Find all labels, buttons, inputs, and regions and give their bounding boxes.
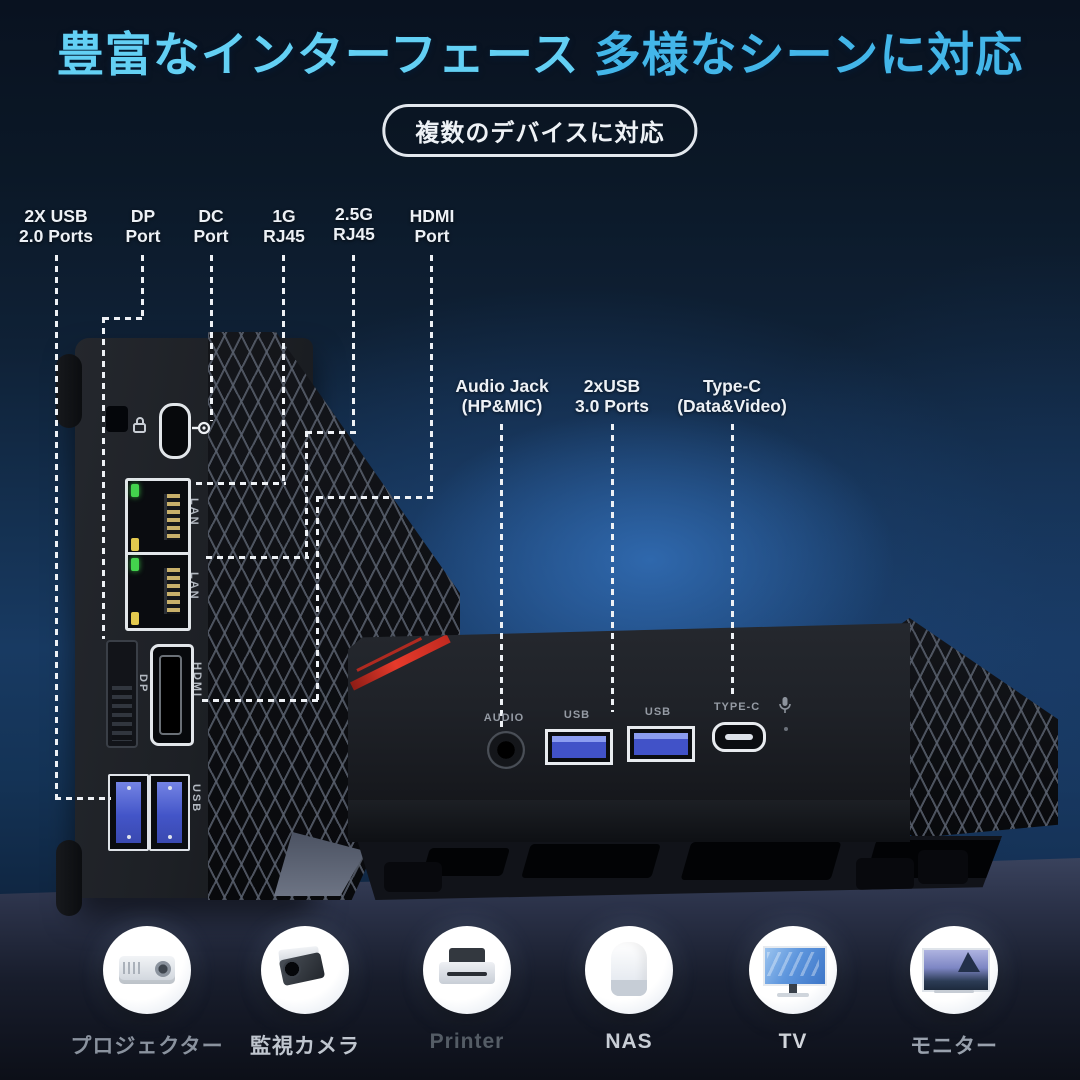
device-label: NAS <box>605 1030 653 1053</box>
kensington-lock-slot <box>106 406 128 432</box>
dc-in-port <box>159 403 191 459</box>
rear-left-knob-top <box>56 354 82 428</box>
type-c-print: TYPE-C <box>713 701 761 713</box>
leader-25g-h1 <box>306 431 356 434</box>
rear-usb-print: USB <box>190 784 202 814</box>
rear-usb-port-2 <box>149 774 190 851</box>
front-usb3-port-2 <box>627 726 695 762</box>
device-item-monitor: モニター <box>874 926 1034 1060</box>
lan2-pins <box>164 568 180 614</box>
lan2-green-led <box>131 558 139 571</box>
vent-slot <box>521 844 661 878</box>
front-device-underside <box>356 836 1002 900</box>
audio-jack-port <box>487 731 525 769</box>
nas-icon <box>585 926 673 1014</box>
device-item-projector: プロジェクター <box>67 926 227 1060</box>
device-label: Printer <box>429 1030 505 1053</box>
displayport-ridges <box>112 686 132 741</box>
hdmi-port-inner <box>159 655 182 735</box>
red-accent-stripe <box>349 634 451 691</box>
page-title: 豊富なインターフェース 多様なシーンに対応 <box>0 16 1080 85</box>
front-panel-lower-band <box>348 800 910 842</box>
lan-port-1g <box>125 478 191 557</box>
type-c-pin <box>725 734 753 740</box>
device-foot <box>918 850 968 884</box>
lan1-amber-led <box>131 538 139 551</box>
leader-hdmi-h1 <box>317 496 433 499</box>
leader-typec-v <box>731 424 734 698</box>
lan1-pins <box>164 494 180 540</box>
leader-usb2-h <box>55 797 111 800</box>
device-item-tv: TV <box>713 926 873 1054</box>
page-title-part1: 豊富なインターフェース <box>56 28 580 81</box>
front-usb1-print: USB <box>563 709 591 721</box>
lan1-print: LAN <box>188 498 200 527</box>
hdmi-port <box>150 644 194 746</box>
leader-25g-v1 <box>352 255 355 433</box>
device-item-nas: NAS <box>549 926 709 1054</box>
device-item-camera: 監視カメラ <box>225 926 385 1060</box>
printer-icon <box>423 926 511 1014</box>
leader-audio-v <box>500 424 503 730</box>
leader-hdmi-h2 <box>202 699 319 702</box>
badge-multiple-devices: 複数のデバイスに対応 <box>382 104 698 157</box>
lan2-amber-led <box>131 612 139 625</box>
leader-dc-v <box>210 255 213 421</box>
rear-usb1-tongue <box>116 782 141 843</box>
leader-dp-v2 <box>102 317 105 639</box>
lan-port-2-5g <box>125 552 191 631</box>
lock-icon <box>133 417 146 433</box>
page-title-part2: 多様なシーンに対応 <box>593 28 1024 81</box>
callout-type-c: Type-C(Data&Video) <box>677 376 787 416</box>
front-usb2-print: USB <box>644 706 672 718</box>
type-c-port <box>712 722 766 752</box>
device-foot <box>384 862 442 892</box>
leader-1g-v <box>282 255 285 484</box>
leader-hdmi-v1 <box>430 255 433 498</box>
device-item-printer: Printer <box>387 926 547 1054</box>
rear-usb2-tongue <box>157 782 182 843</box>
hdmi-print: HDMI <box>191 662 203 699</box>
lan2-print: LAN <box>188 572 200 601</box>
leader-dp-h <box>103 317 145 320</box>
leader-25g-v2 <box>305 431 308 558</box>
leader-1g-h <box>196 482 286 485</box>
power-icon <box>192 421 211 435</box>
lan1-green-led <box>131 484 139 497</box>
leader-usb3-v <box>611 424 614 712</box>
rear-left-knob-bottom <box>56 840 82 916</box>
front-usb3-port-1 <box>545 729 613 765</box>
rear-usb-port-1 <box>108 774 149 851</box>
front-usb2-tongue <box>634 733 688 755</box>
microphone-icon <box>779 697 791 713</box>
device-label: TV <box>778 1030 808 1053</box>
projector-icon <box>103 926 191 1014</box>
tv-icon <box>749 926 837 1014</box>
front-side-mesh-panel <box>900 618 1058 838</box>
device-label: モニター <box>910 1035 998 1058</box>
device-foot <box>856 858 914 890</box>
vent-slot <box>680 842 842 880</box>
device-label: プロジェクター <box>70 1035 224 1058</box>
displayport <box>106 640 138 748</box>
callout-audio-jack: Audio Jack(HP&MIC) <box>455 376 549 416</box>
device-label: 監視カメラ <box>250 1035 360 1058</box>
audio-print: AUDIO <box>483 712 525 724</box>
dp-print: DP <box>137 674 149 694</box>
leader-hdmi-v2 <box>316 496 319 701</box>
microphone-hole <box>784 727 788 731</box>
leader-25g-h2 <box>206 556 309 559</box>
monitor-icon <box>910 926 998 1014</box>
cctv-camera-icon <box>261 926 349 1014</box>
leader-usb2-v <box>55 255 58 799</box>
leader-dp-v1 <box>141 255 144 319</box>
front-usb1-tongue <box>552 736 606 758</box>
